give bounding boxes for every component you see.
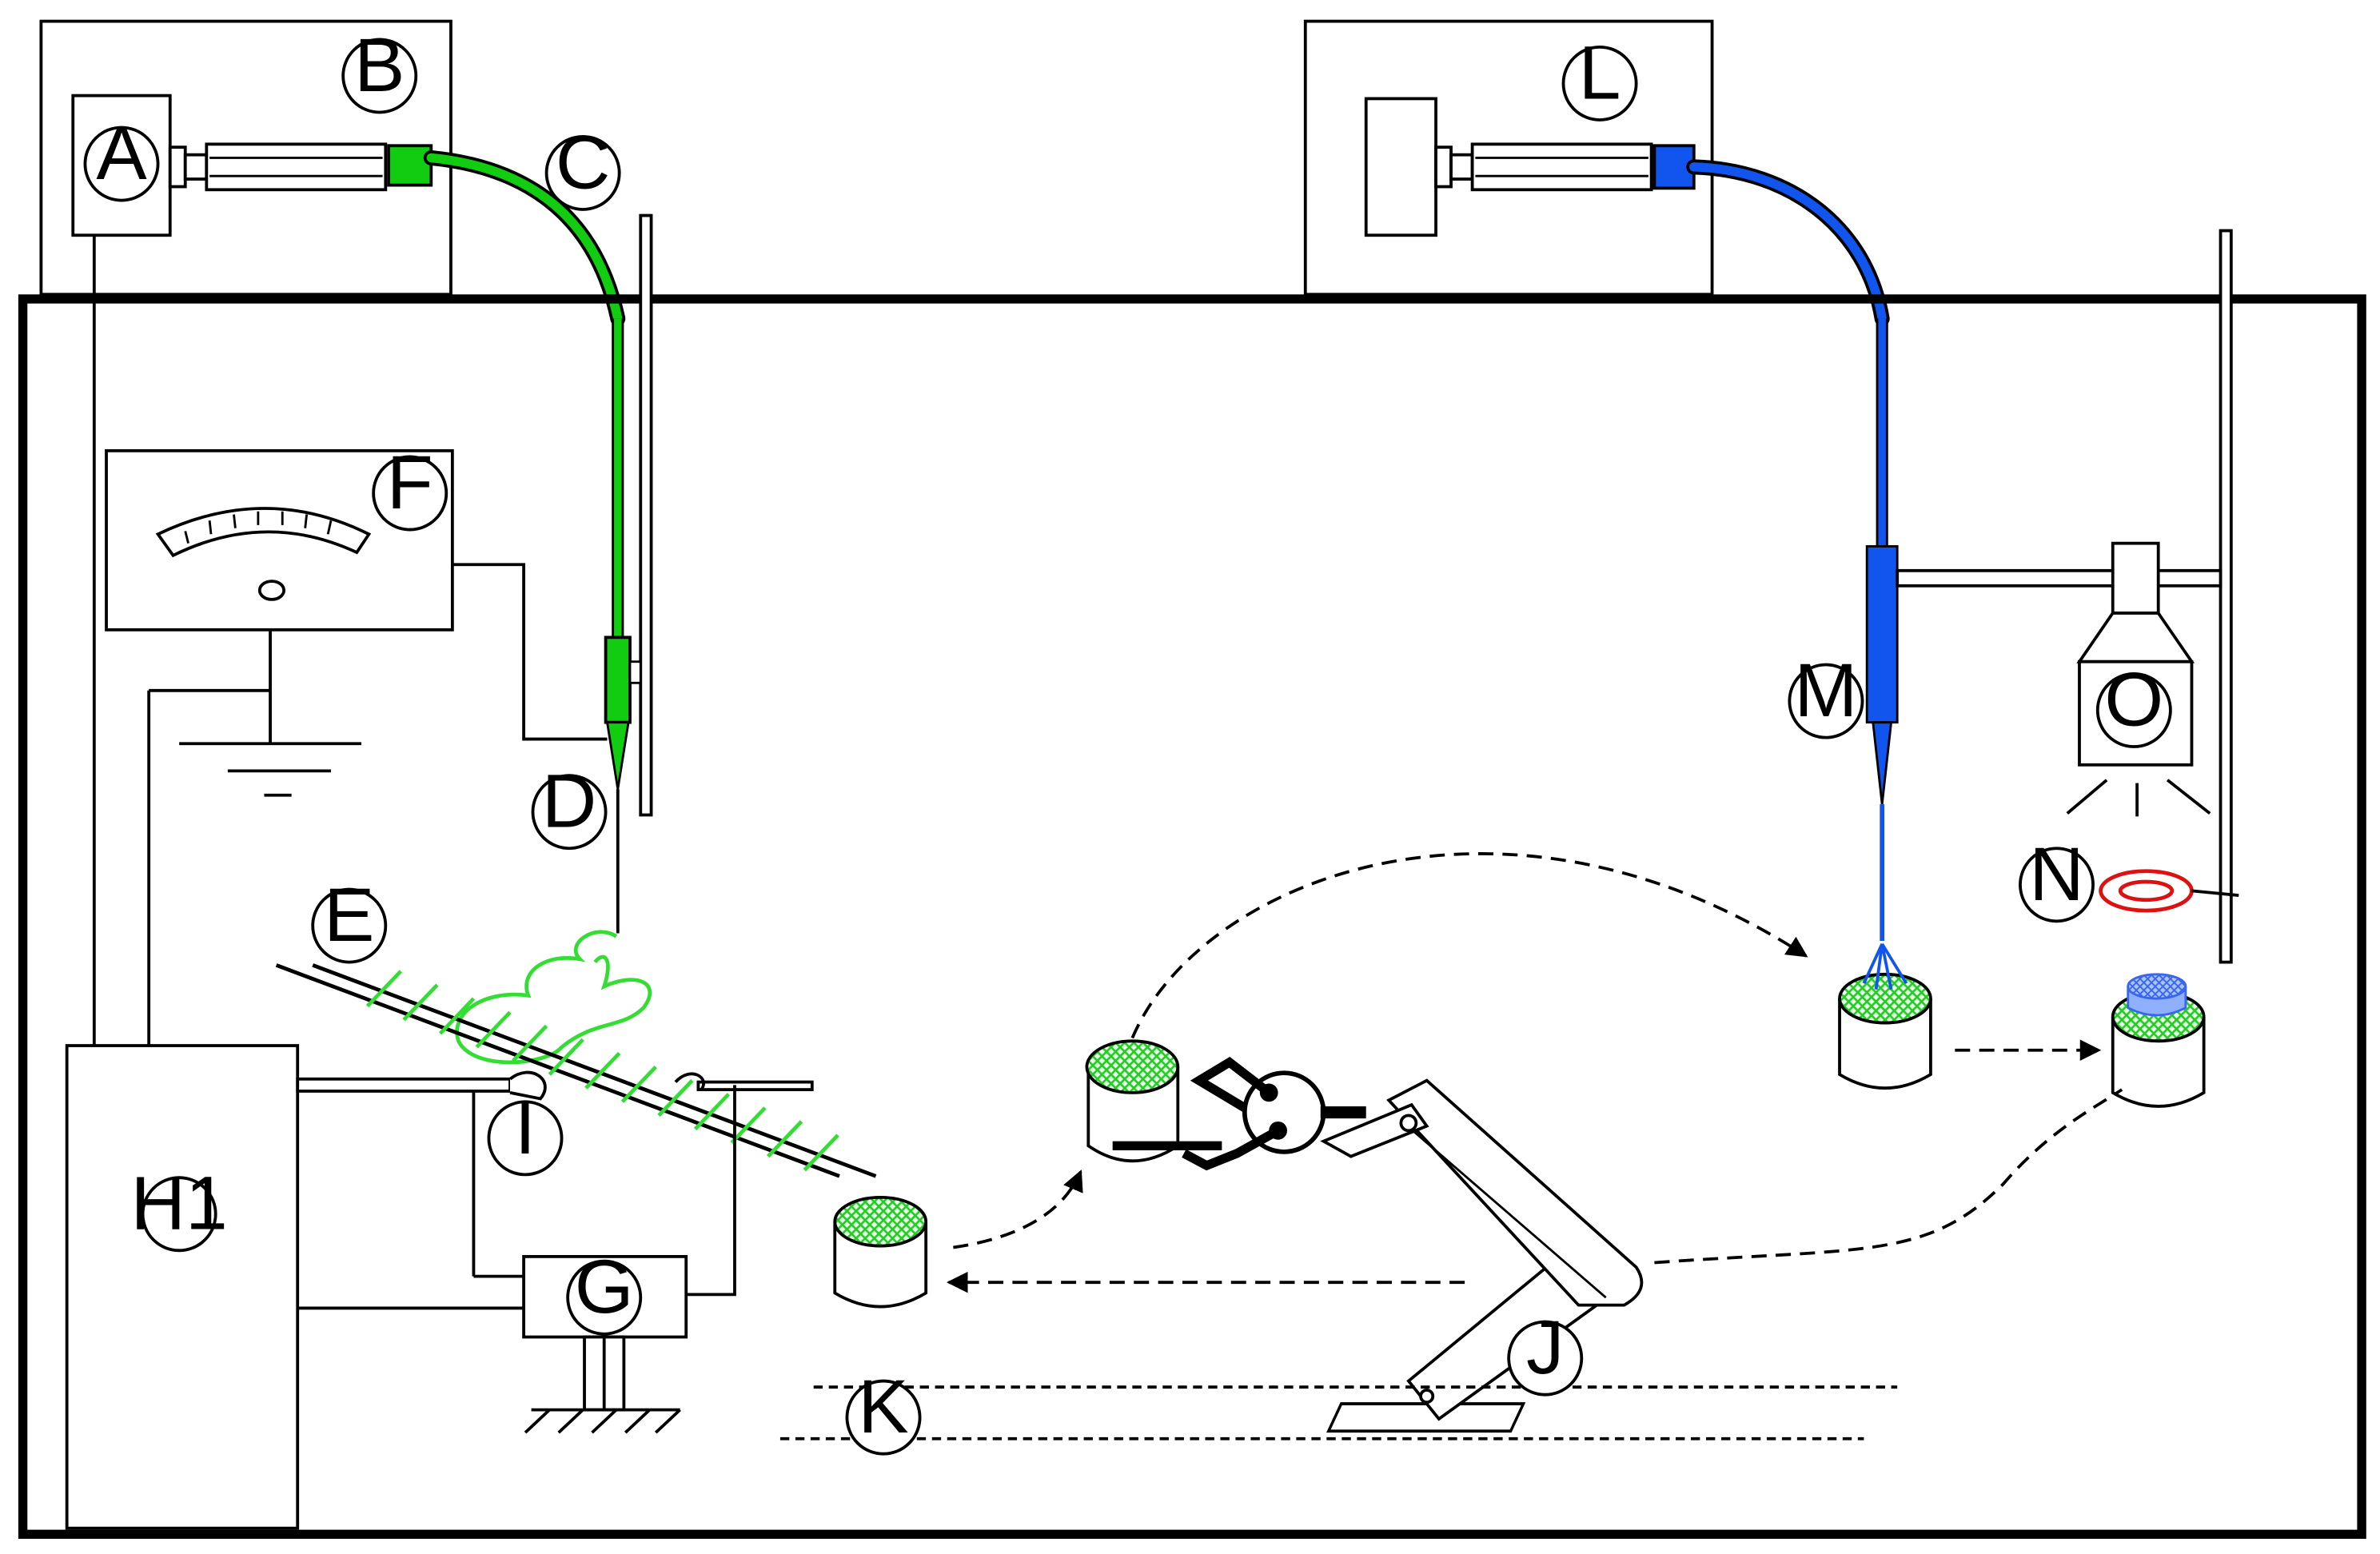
plunger-left xyxy=(168,145,187,189)
cup-coated xyxy=(2111,973,2206,1108)
svg-text:F: F xyxy=(387,440,433,525)
syringe-body-left xyxy=(205,142,388,192)
robot-arm-j xyxy=(1112,1057,1644,1433)
label-j: J xyxy=(1507,1305,1584,1397)
controller-h1 xyxy=(65,1044,300,1530)
svg-text:D: D xyxy=(542,759,597,844)
svg-text:I: I xyxy=(515,1086,536,1170)
svg-text:L: L xyxy=(1579,30,1621,115)
svg-text:A: A xyxy=(96,111,147,196)
spray-plume xyxy=(1862,942,1908,990)
syringe-tip-left xyxy=(387,144,433,187)
svg-text:C: C xyxy=(556,120,611,205)
svg-text:B: B xyxy=(354,23,405,108)
label-m: M xyxy=(1788,648,1864,739)
main-enclosure xyxy=(18,294,2366,1540)
spray-needle xyxy=(1872,721,1893,805)
label-n: N xyxy=(2019,832,2095,923)
svg-text:K: K xyxy=(858,1365,908,1449)
syringe-pump-right xyxy=(1303,19,1714,297)
label-e: E xyxy=(311,873,388,964)
label-a: A xyxy=(83,111,160,202)
process-flow-arrows xyxy=(946,852,2123,1293)
label-c: C xyxy=(544,120,621,211)
fiber-loops xyxy=(455,930,652,1065)
svg-text:H1: H1 xyxy=(130,1162,227,1246)
label-g: G xyxy=(566,1245,643,1336)
pump-motor-right xyxy=(1364,97,1437,237)
stand-arm xyxy=(1896,568,2223,588)
svg-text:N: N xyxy=(2029,832,2084,917)
label-l: L xyxy=(1561,30,1638,122)
cup-spray xyxy=(1838,972,1932,1090)
meter-knob xyxy=(257,580,286,601)
label-f: F xyxy=(372,440,448,532)
spray-stand-right xyxy=(2219,229,2233,964)
cup-collector xyxy=(833,1195,928,1309)
heating-ring-n xyxy=(2099,869,2239,913)
label-d: D xyxy=(531,759,608,851)
conveyor-belt-e xyxy=(275,963,877,1178)
label-b: B xyxy=(341,23,418,114)
spinneret-needle-d xyxy=(605,721,630,790)
syringe-body-right xyxy=(1470,142,1653,192)
svg-text:O: O xyxy=(2104,657,2163,742)
needle-stand-left xyxy=(639,213,653,817)
label-k: K xyxy=(845,1365,922,1456)
conveyor-rail xyxy=(296,1077,512,1093)
label-o: O xyxy=(2095,657,2172,748)
spray-needle-holder-m xyxy=(1865,545,1899,724)
label-i: I xyxy=(487,1086,564,1177)
ground-symbol xyxy=(179,742,361,797)
motor-ground xyxy=(524,1408,681,1434)
svg-text:G: G xyxy=(575,1245,634,1329)
label-h1: H1 xyxy=(130,1162,228,1253)
svg-text:E: E xyxy=(324,873,374,958)
syringe-barrel-left xyxy=(183,153,209,181)
svg-text:J: J xyxy=(1526,1305,1564,1390)
svg-text:M: M xyxy=(1794,648,1857,733)
rail-hook-i xyxy=(508,1070,547,1101)
needle-holder-left xyxy=(604,636,632,724)
